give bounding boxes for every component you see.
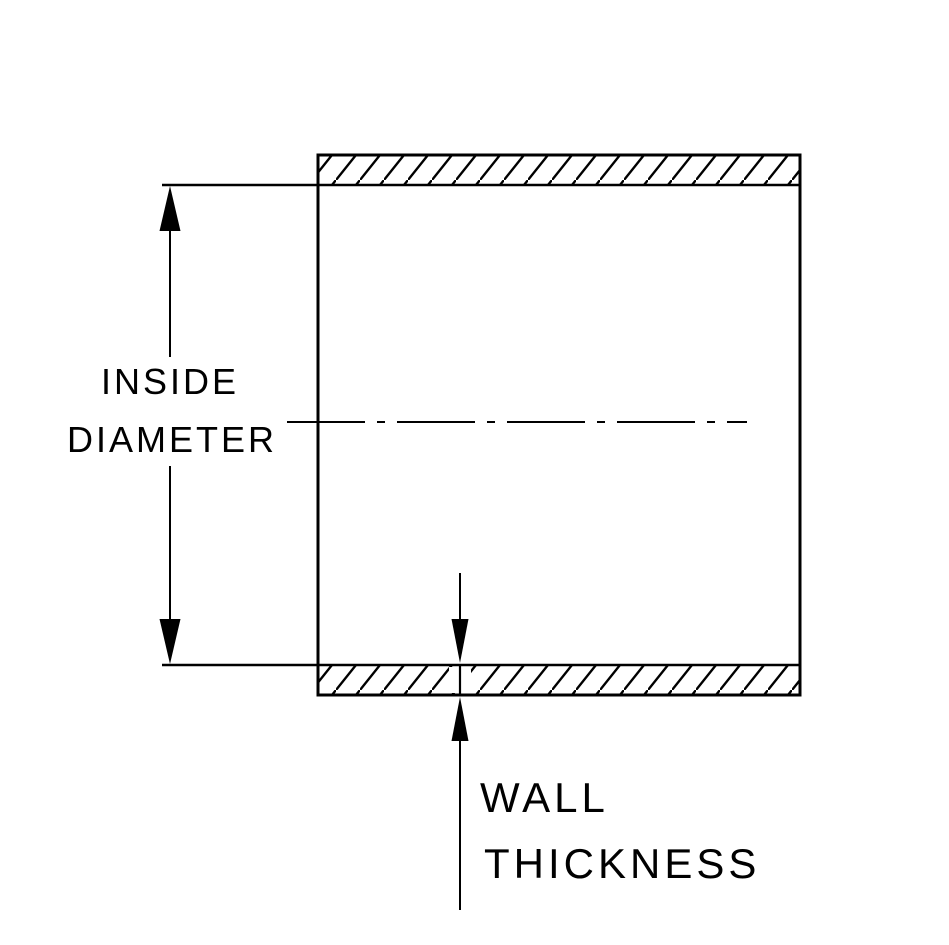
bottom-wall-hatch (319, 666, 799, 694)
wall-thickness-label-line1: WALL (480, 774, 609, 821)
arrow-up-icon (159, 186, 181, 231)
inside-diameter-label-line1: INSIDE (101, 361, 239, 402)
top-wall-hatch (319, 156, 799, 184)
wall-thickness-label-line2: THICKNESS (484, 840, 760, 887)
inside-diameter-label-line2: DIAMETER (67, 419, 277, 460)
wall-thickness-arrow-up-icon (451, 697, 469, 741)
tube-outline (316, 153, 802, 697)
arrow-down-icon (159, 619, 181, 664)
wall-thickness-arrow-down-icon (451, 619, 469, 663)
